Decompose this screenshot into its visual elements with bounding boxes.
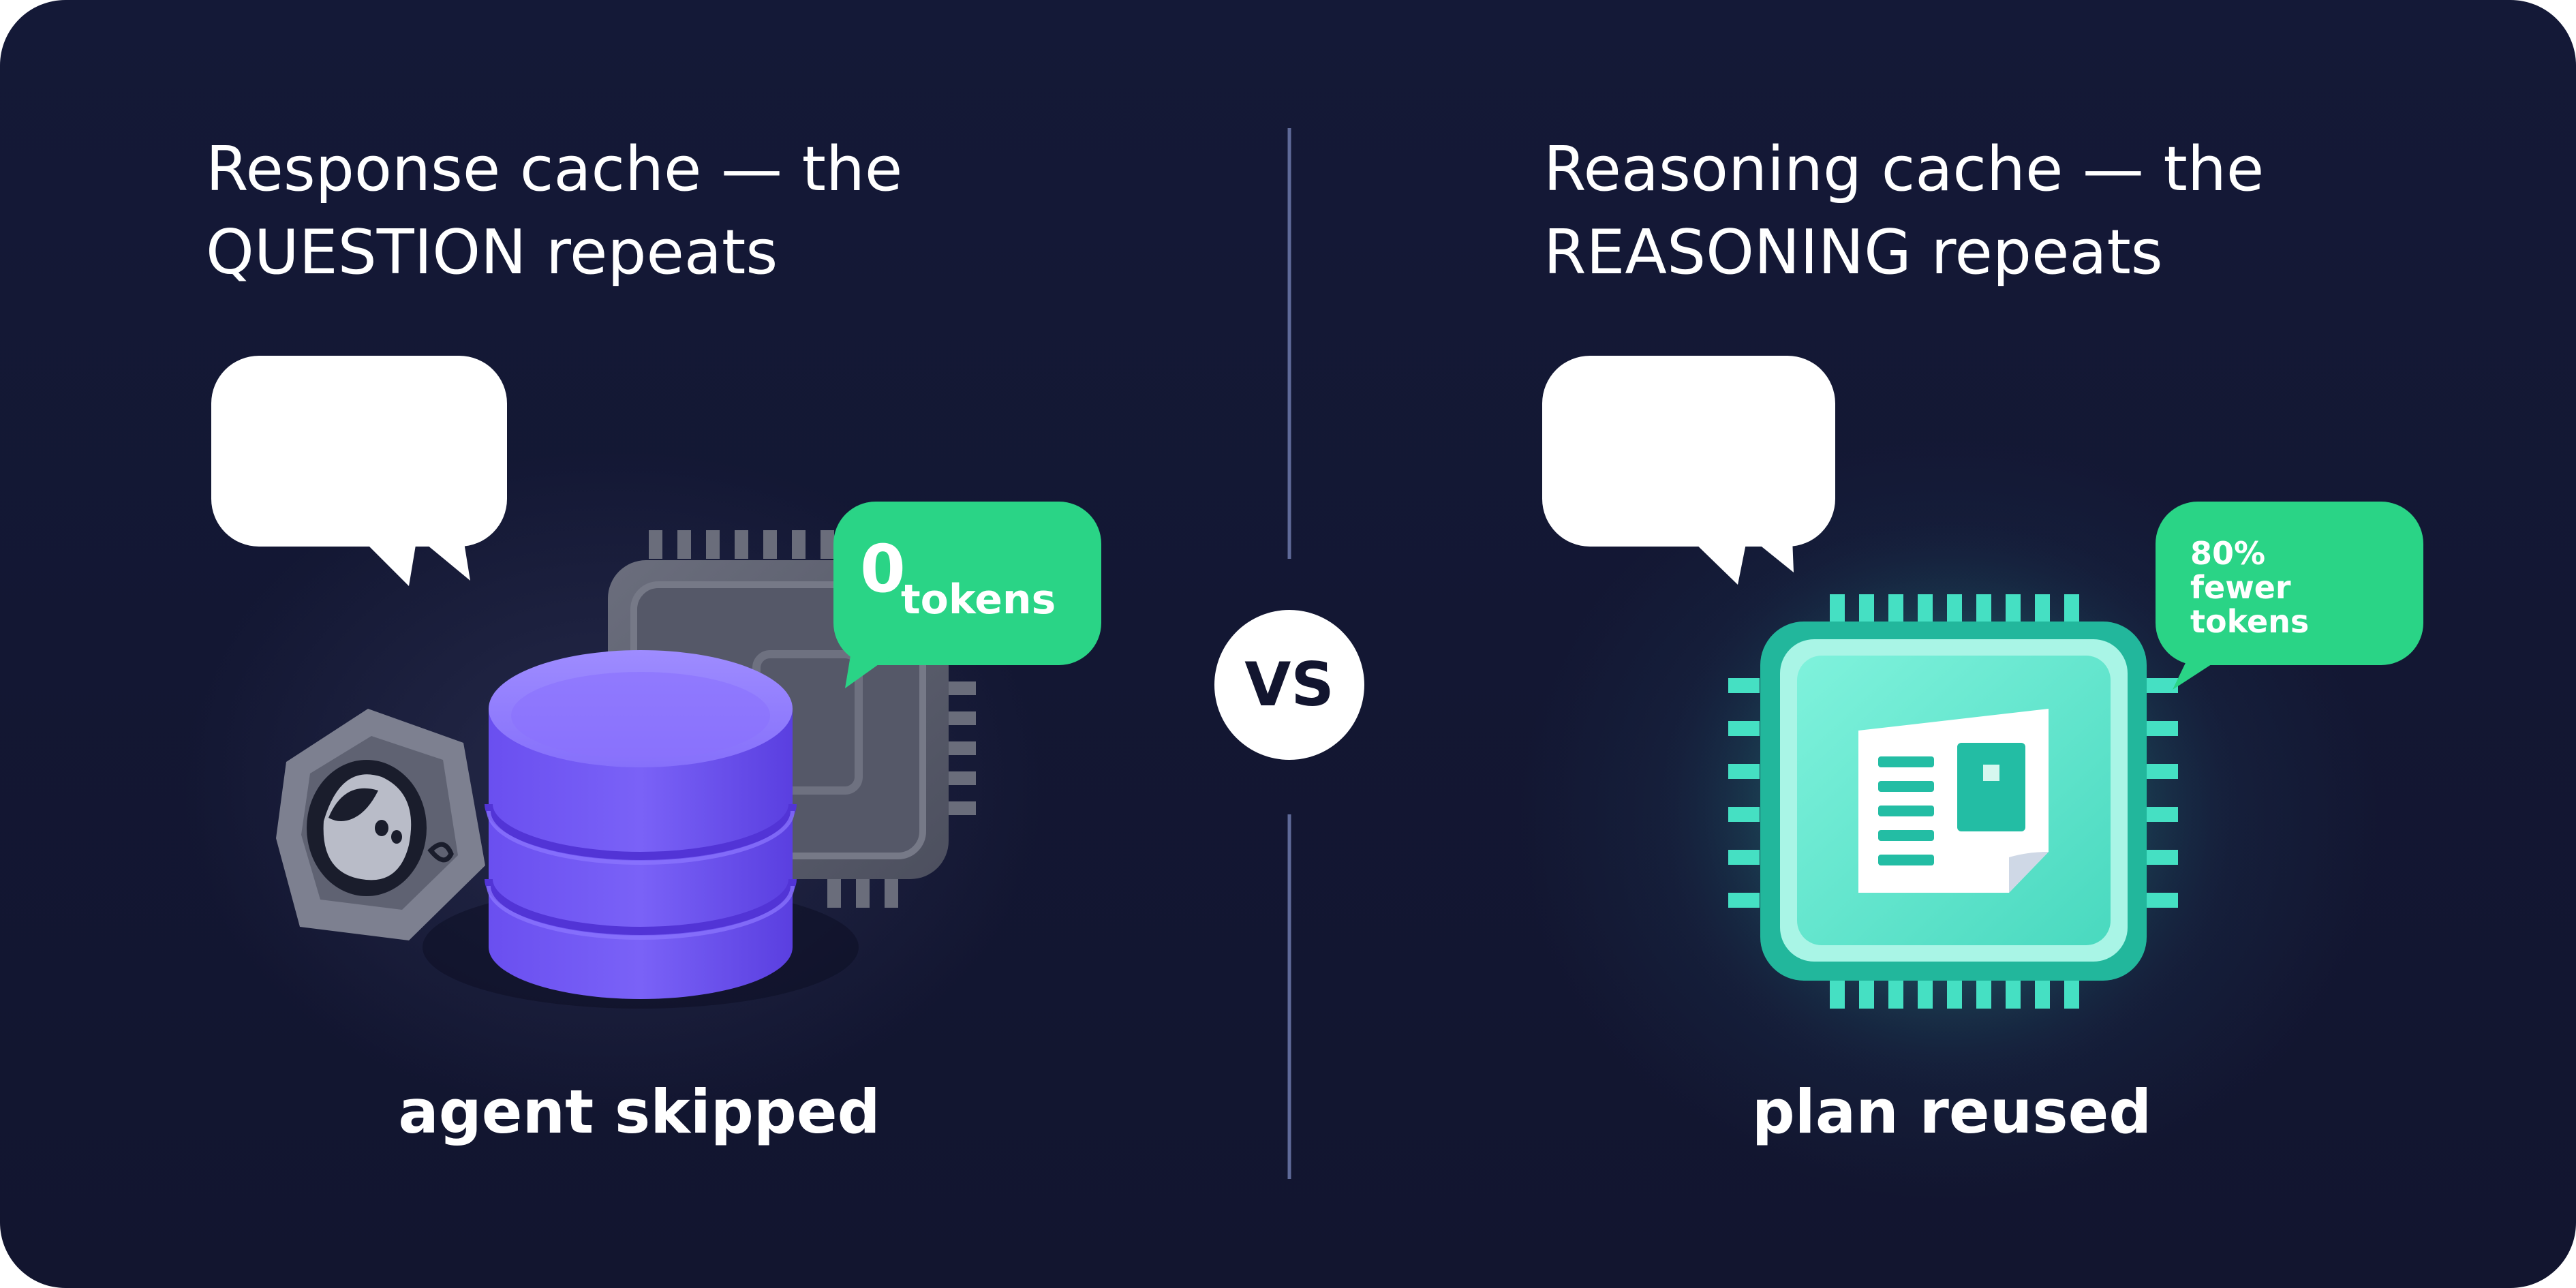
fewer-tokens-word: fewer bbox=[2190, 569, 2291, 606]
question-speech-bubble bbox=[211, 356, 507, 586]
fewer-tokens-unit: tokens bbox=[2190, 603, 2309, 640]
right-caption: plan reused bbox=[1751, 1077, 2152, 1147]
fewer-tokens-percent: 80% bbox=[2190, 535, 2265, 572]
robot-face-hexagon bbox=[276, 709, 485, 940]
left-caption: agent skipped bbox=[398, 1077, 880, 1147]
left-panel-title: Response cache — the QUESTION repeats bbox=[206, 128, 902, 294]
database-icon bbox=[423, 650, 859, 1009]
left-title-line-2: QUESTION repeats bbox=[206, 217, 778, 288]
right-panel-title: Reasoning cache — the REASONING repeats bbox=[1544, 128, 2264, 294]
zero-tokens-badge: 0 tokens bbox=[833, 502, 1101, 688]
right-title-line-1: Reasoning cache — the bbox=[1544, 134, 2265, 205]
right-title-line-2: REASONING repeats bbox=[1544, 217, 2163, 288]
zero-tokens-unit: tokens bbox=[901, 576, 1056, 624]
vs-label: VS bbox=[1244, 649, 1334, 720]
document-icon bbox=[1858, 709, 2049, 893]
left-title-line-1: Response cache — the bbox=[206, 134, 903, 205]
vs-badge: VS bbox=[1214, 610, 1364, 760]
zero-tokens-number: 0 bbox=[860, 531, 906, 607]
fewer-tokens-badge: 80% fewer tokens bbox=[2156, 502, 2423, 690]
plan-speech-bubble bbox=[1542, 356, 1835, 585]
